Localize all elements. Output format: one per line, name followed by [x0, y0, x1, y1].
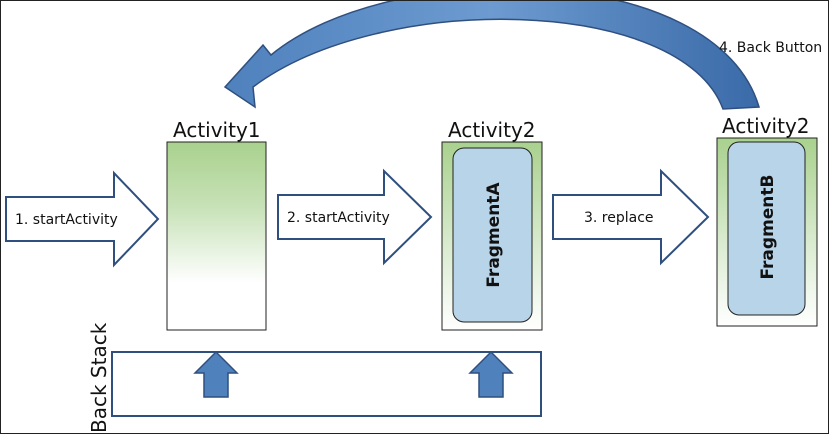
- fragment-b-box: [727, 141, 806, 316]
- step2-label: 2. startActivity: [287, 210, 390, 226]
- step3-arrow: 3. replace: [552, 168, 710, 266]
- fragment-a-label: FragmentA: [484, 182, 504, 288]
- activity1-box: [166, 141, 267, 331]
- activity2-title: Activity2: [448, 118, 536, 142]
- back-stack-label: Back Stack: [87, 322, 111, 433]
- fragment-b-label: FragmentB: [758, 175, 778, 280]
- step4-label: 4. Back Button: [719, 40, 822, 56]
- step1-arrow: 1. startActivity: [5, 170, 160, 268]
- step1-label: 1. startActivity: [15, 212, 118, 228]
- back-stack-up-arrow-1: [193, 350, 239, 398]
- activity2b-title: Activity2: [722, 114, 810, 138]
- activity1-title: Activity1: [173, 118, 261, 142]
- back-button-arrow: [223, 1, 760, 110]
- back-stack-box: [111, 351, 542, 417]
- step3-label: 3. replace: [584, 210, 654, 226]
- back-stack-up-arrow-2: [468, 350, 514, 398]
- fragment-a-box: [452, 147, 533, 323]
- step2-arrow: 2. startActivity: [277, 168, 433, 266]
